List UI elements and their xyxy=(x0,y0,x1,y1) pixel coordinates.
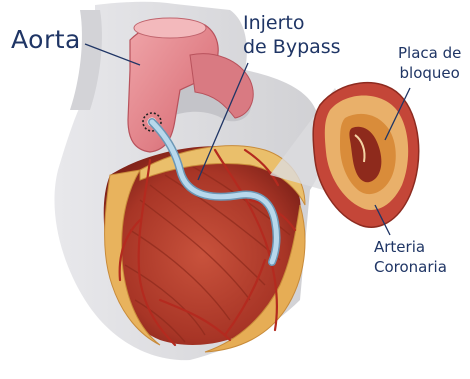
aorta-label: Aorta xyxy=(11,27,81,52)
blockage-plaque-label-line-1: Placa de xyxy=(398,43,461,63)
coronary-artery-label: Arteria Coronaria xyxy=(374,237,447,277)
blockage-plaque-label-line-2: bloqueo xyxy=(398,63,461,83)
aorta-opening xyxy=(134,18,206,38)
coronary-artery-label-line-2: Coronaria xyxy=(374,257,447,277)
bypass-graft-label-line-2: de Bypass xyxy=(243,35,341,59)
blockage-plaque-label: Placa de bloqueo xyxy=(398,43,461,83)
artery-cross-section xyxy=(313,83,419,228)
bypass-graft-label-line-1: Injerto xyxy=(243,11,341,35)
bypass-graft-label: Injerto de Bypass xyxy=(243,11,341,59)
coronary-artery-label-line-1: Arteria xyxy=(374,237,447,257)
